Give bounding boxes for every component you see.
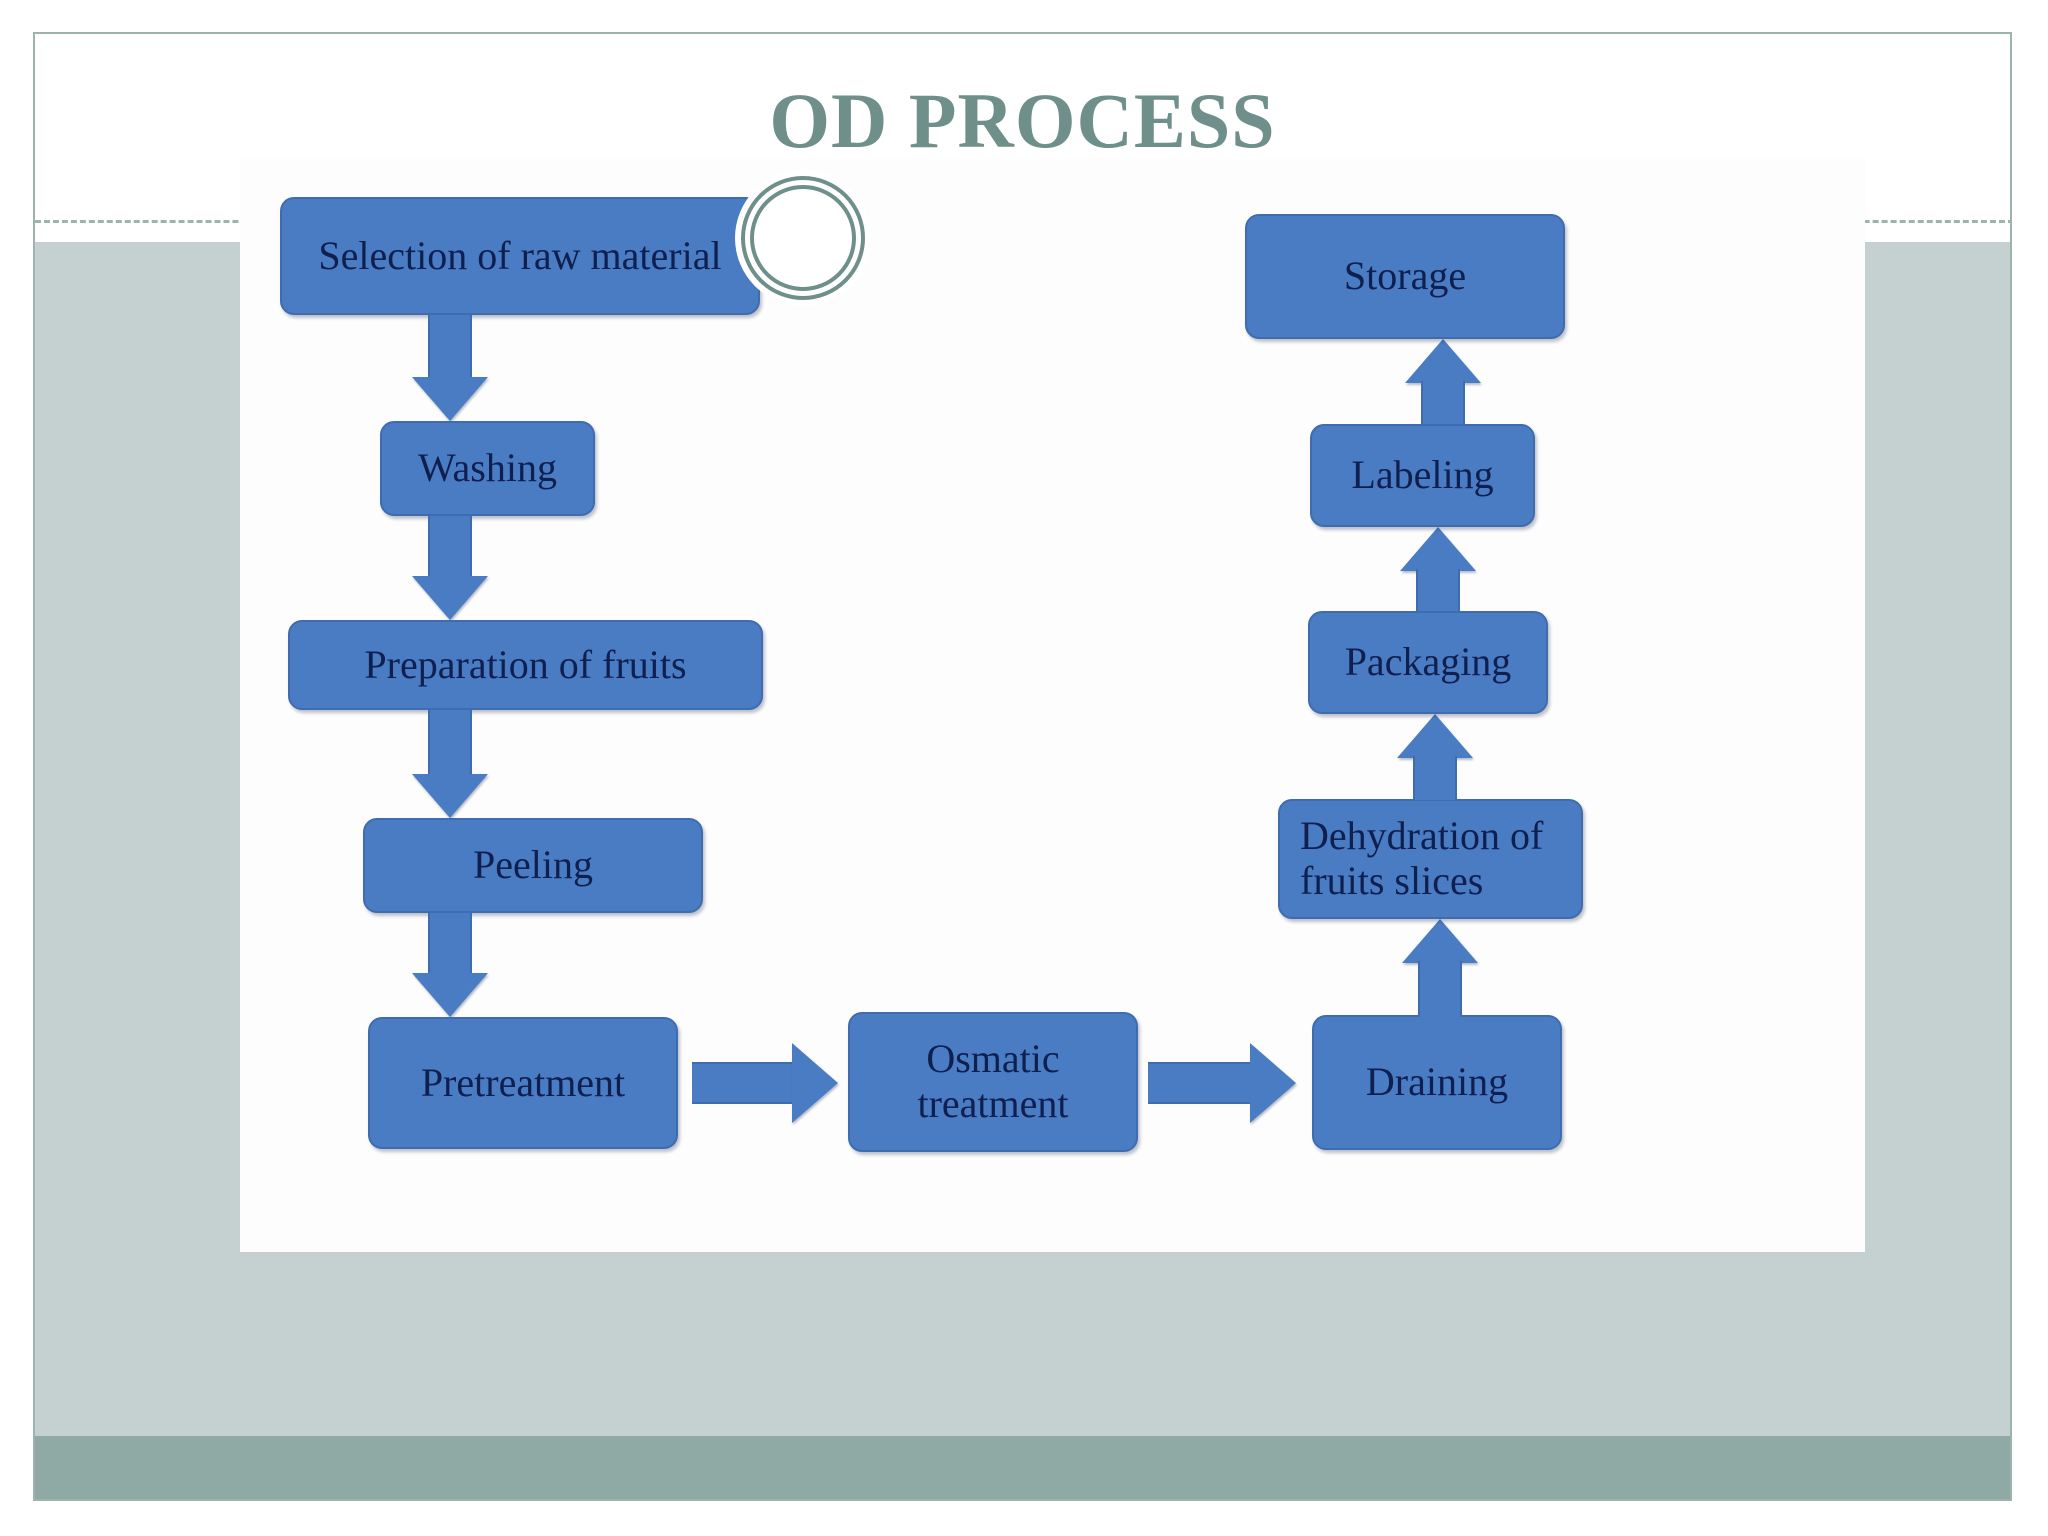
flow-node-dehydration-of-fruits-slices[interactable]: Dehydration of fruits slices <box>1278 799 1583 919</box>
flow-node-pretreatment[interactable]: Pretreatment <box>368 1017 678 1149</box>
flow-node-labeling[interactable]: Labeling <box>1310 424 1535 527</box>
flow-node-preparation-of-fruits[interactable]: Preparation of fruits <box>288 620 763 710</box>
flow-arrow-down-3 <box>390 710 510 818</box>
flow-arrow-down-4 <box>390 913 510 1017</box>
slide-title: OD PROCESS <box>769 77 1276 164</box>
osmatic-treatment-line-2: treatment <box>917 1081 1069 1126</box>
presentation-slide: OD PROCESS Selection of raw material Was… <box>33 32 2012 1501</box>
flowchart-image: Selection of raw material Washing Prepar… <box>240 159 1865 1252</box>
flow-arrow-right-1 <box>692 1039 840 1127</box>
double-circle-ornament-icon <box>735 170 871 306</box>
flow-node-packaging[interactable]: Packaging <box>1308 611 1548 714</box>
flow-node-peeling[interactable]: Peeling <box>363 818 703 913</box>
flow-node-selection-of-raw-material[interactable]: Selection of raw material <box>280 197 760 315</box>
flow-node-draining[interactable]: Draining <box>1312 1015 1562 1150</box>
flow-arrow-up-1 <box>1380 919 1500 1017</box>
flow-node-washing[interactable]: Washing <box>380 421 595 516</box>
flow-arrow-up-3 <box>1378 527 1498 611</box>
flow-arrow-up-2 <box>1375 714 1495 800</box>
flow-arrow-right-2 <box>1148 1039 1298 1127</box>
flow-node-storage[interactable]: Storage <box>1245 214 1565 339</box>
osmatic-treatment-line-1: Osmatic <box>926 1036 1060 1082</box>
ornament-ring-outer <box>741 176 865 300</box>
flow-arrow-up-4 <box>1383 339 1503 424</box>
flow-node-osmatic-treatment[interactable]: Osmatic treatment <box>848 1012 1138 1152</box>
dehydration-line-1: Dehydration of <box>1300 813 1544 859</box>
slide-footer-band <box>35 1436 2010 1499</box>
ornament-ring-inner <box>750 185 856 291</box>
flow-arrow-down-1 <box>390 315 510 421</box>
flow-arrow-down-2 <box>390 516 510 620</box>
dehydration-line-2: fruits slices <box>1300 858 1484 903</box>
